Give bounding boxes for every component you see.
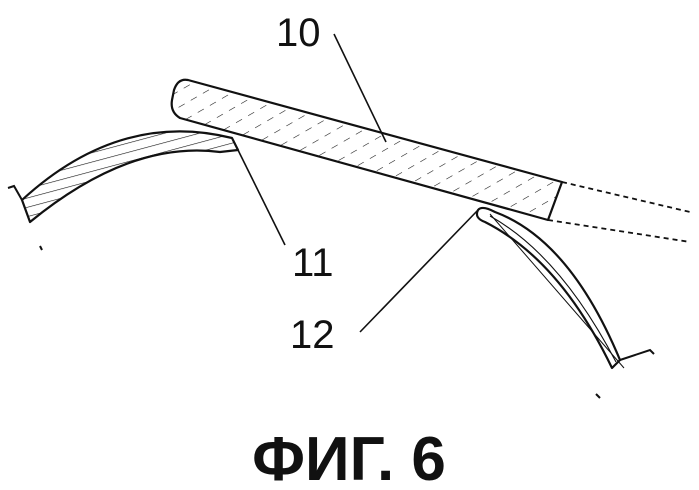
leader-line-11: [238, 150, 285, 245]
label-11: 11: [292, 241, 334, 285]
left-curved-element: [8, 131, 238, 250]
label-12: 12: [290, 313, 335, 357]
leader-line-12: [360, 210, 478, 332]
figure-caption: ФИГ. 6: [252, 425, 446, 490]
right-curved-element: [477, 208, 654, 398]
label-10: 10: [276, 11, 321, 55]
plate-element-10: [172, 80, 690, 242]
